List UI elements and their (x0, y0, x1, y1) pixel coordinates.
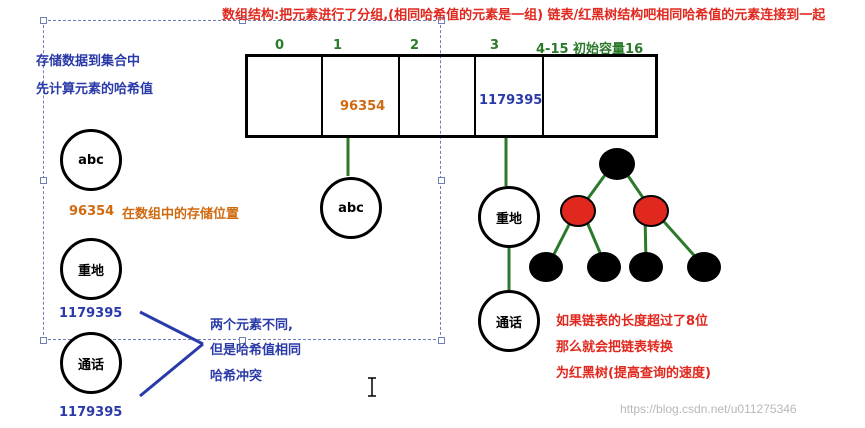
tree-node-leaf-3 (629, 252, 663, 282)
left-note-line2: 先计算元素的哈希值 (36, 82, 154, 97)
node-zhongdi-chain: 重地 (478, 186, 540, 248)
resize-handle-ml[interactable] (40, 177, 47, 184)
hash-array: 96354 1179395 (245, 54, 658, 138)
array-cell-2 (400, 57, 476, 135)
collision-line-upper (139, 310, 204, 346)
node-tonghua-chain: 通话 (478, 290, 540, 352)
resize-handle-mr[interactable] (438, 177, 445, 184)
array-cell-3-value: 1179395 (479, 93, 543, 108)
page-title: 数组结构:把元素进行了分组,(相同哈希值的元素是一组) 链表/红黑树结构吧相同哈… (222, 8, 826, 23)
collision-note-line3: 哈希冲突 (210, 369, 263, 384)
resize-handle-bm[interactable] (239, 337, 246, 344)
resize-handle-tr[interactable] (438, 17, 445, 24)
collision-line-lower (139, 342, 204, 398)
node-abc-chain: abc (320, 177, 382, 239)
resize-handle-tl[interactable] (40, 17, 47, 24)
node-zhongdi-left: 重地 (60, 238, 122, 300)
resize-handle-br[interactable] (438, 337, 445, 344)
tree-note-line3: 为红黑树(提高查询的速度) (556, 366, 711, 381)
tree-node-red-right (633, 195, 669, 227)
tree-node-leaf-4 (687, 252, 721, 282)
hash-zhongdi: 1179395 (59, 306, 123, 321)
array-cell-3: 1179395 (476, 57, 544, 135)
tree-edge-r-rr (656, 214, 702, 263)
hash-tonghua: 1179395 (59, 405, 123, 420)
node-tonghua-left: 通话 (60, 332, 122, 394)
array-index-1: 1 (333, 38, 343, 53)
tree-node-leaf-1 (529, 252, 563, 282)
hash-abc: 96354 (69, 204, 115, 219)
resize-handle-tm[interactable] (239, 17, 246, 24)
collision-note-line1: 两个元素不同, (210, 318, 293, 333)
node-abc-left: abc (60, 129, 122, 191)
tree-node-red-left (560, 195, 596, 227)
tree-node-root (599, 148, 635, 180)
array-cell-1: 96354 (323, 57, 400, 135)
array-index-4-15: 4-15 初始容量16 (536, 42, 644, 57)
array-index-2: 2 (410, 38, 420, 53)
hash-abc-note: 在数组中的存储位置 (122, 207, 240, 222)
array-cell-4-15 (544, 57, 655, 135)
array-index-3: 3 (490, 38, 500, 53)
collision-note-line2: 但是哈希值相同 (210, 343, 302, 358)
left-note-line1: 存储数据到集合中 (36, 54, 141, 69)
tree-note-line2: 那么就会把链表转换 (556, 340, 674, 355)
tree-note-line1: 如果链表的长度超过了8位 (556, 314, 709, 329)
watermark: https://blog.csdn.net/u011275346 (620, 402, 797, 416)
array-cell-0 (248, 57, 323, 135)
resize-handle-bl[interactable] (40, 337, 47, 344)
tree-node-leaf-2 (587, 252, 621, 282)
array-index-0: 0 (275, 38, 285, 53)
array-cell-1-value: 96354 (340, 99, 386, 114)
